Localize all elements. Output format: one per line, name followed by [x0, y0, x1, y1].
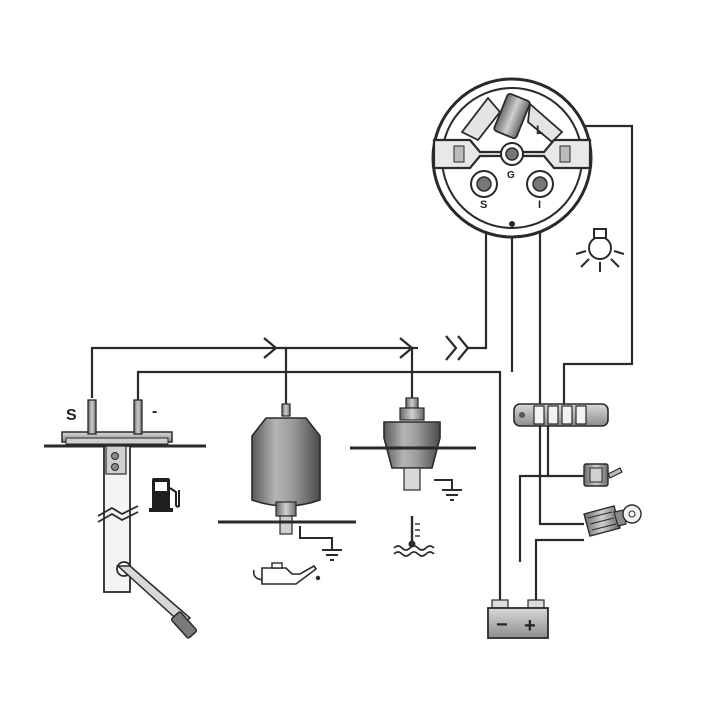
fuel-sender-post-s: [87, 399, 97, 435]
wire-harness: [90, 124, 634, 600]
bracket-slot-left: [453, 145, 465, 163]
lamp-icon: [575, 228, 625, 272]
fuel-pump-icon: [149, 478, 180, 512]
thermometer-icon: [393, 516, 435, 557]
oil-pressure-sender: [218, 403, 356, 561]
gauge-i-stud-core: [532, 176, 548, 192]
fuel-tube-break-top: [97, 505, 139, 517]
battery-plus-label: +: [524, 615, 536, 637]
terminal-3: [561, 405, 573, 425]
battery-case: [487, 607, 549, 639]
toggle-switch-icon: [583, 463, 623, 487]
fuel-sender-screw-2: [111, 463, 119, 471]
gauge-label-s: S: [480, 199, 487, 211]
battery-icon: − +: [487, 599, 549, 639]
gauge-ground-point: [509, 221, 515, 227]
fuel-sender: S -: [44, 399, 206, 639]
terminal-2: [547, 405, 559, 425]
oil-sender-terminal: [281, 403, 291, 417]
temp-sender-nut: [399, 407, 425, 421]
battery-post-positive: [527, 599, 545, 609]
wire-gauge-light: [560, 124, 634, 412]
ground-symbol-icon: [442, 489, 462, 501]
wire-battery-plus: [534, 538, 584, 600]
temp-sender-body: [383, 421, 441, 469]
wire-fuel-s: [90, 346, 406, 398]
gauge-label-i: I: [538, 199, 541, 211]
fuel-sender-gasket: [65, 437, 169, 445]
battery-minus-label: −: [496, 614, 508, 636]
terminal-block-body: [513, 403, 609, 427]
terminal-1: [533, 405, 545, 425]
temp-sender-ground-wire: [434, 479, 453, 490]
gauge-lamp-socket: [493, 92, 531, 140]
fuel-sender-post-ground: [133, 399, 143, 435]
fuel-tube-break-bottom: [97, 511, 139, 523]
oil-sender-body: [251, 417, 321, 507]
oil-can-icon: [252, 562, 321, 585]
oil-sender-ground-wire: [299, 526, 333, 550]
wire-arrow-1: [263, 337, 278, 359]
gauge-s-stud-core: [476, 176, 492, 192]
fuel-sender-screw-1: [111, 452, 119, 460]
fuel-sender-label-minus: -: [152, 403, 157, 420]
ground-symbol-icon: [322, 549, 342, 561]
wire-ignition: [538, 426, 584, 526]
gauge-g-stud-core: [505, 147, 519, 161]
wire-arrow-4: [457, 335, 470, 361]
temp-sender-terminal: [405, 397, 419, 409]
temperature-sender: [350, 397, 476, 501]
gauge-label-g: G: [507, 170, 515, 181]
gauge-rear-view: S G I L: [431, 77, 593, 239]
terminal-block: [513, 403, 609, 427]
wire-battery-loop: [518, 474, 548, 562]
float-arm: [116, 565, 192, 625]
float: [170, 611, 198, 639]
wire-fuel-ground: [136, 370, 502, 600]
fuel-sender-label-s: S: [66, 407, 77, 424]
oil-sender-thread: [279, 515, 293, 535]
ignition-key-icon: [583, 504, 642, 537]
battery-post-negative: [491, 599, 509, 609]
wire-switch: [546, 426, 584, 478]
bracket-slot-right: [559, 145, 571, 163]
terminal-block-hole: [519, 412, 525, 418]
wire-arrow-3: [445, 335, 458, 361]
gauge-label-l: L: [536, 123, 543, 137]
temp-sender-probe: [403, 467, 421, 491]
oil-sender-hex: [275, 501, 297, 517]
wire-to-gauge-s: [468, 203, 488, 350]
terminal-4: [575, 405, 587, 425]
